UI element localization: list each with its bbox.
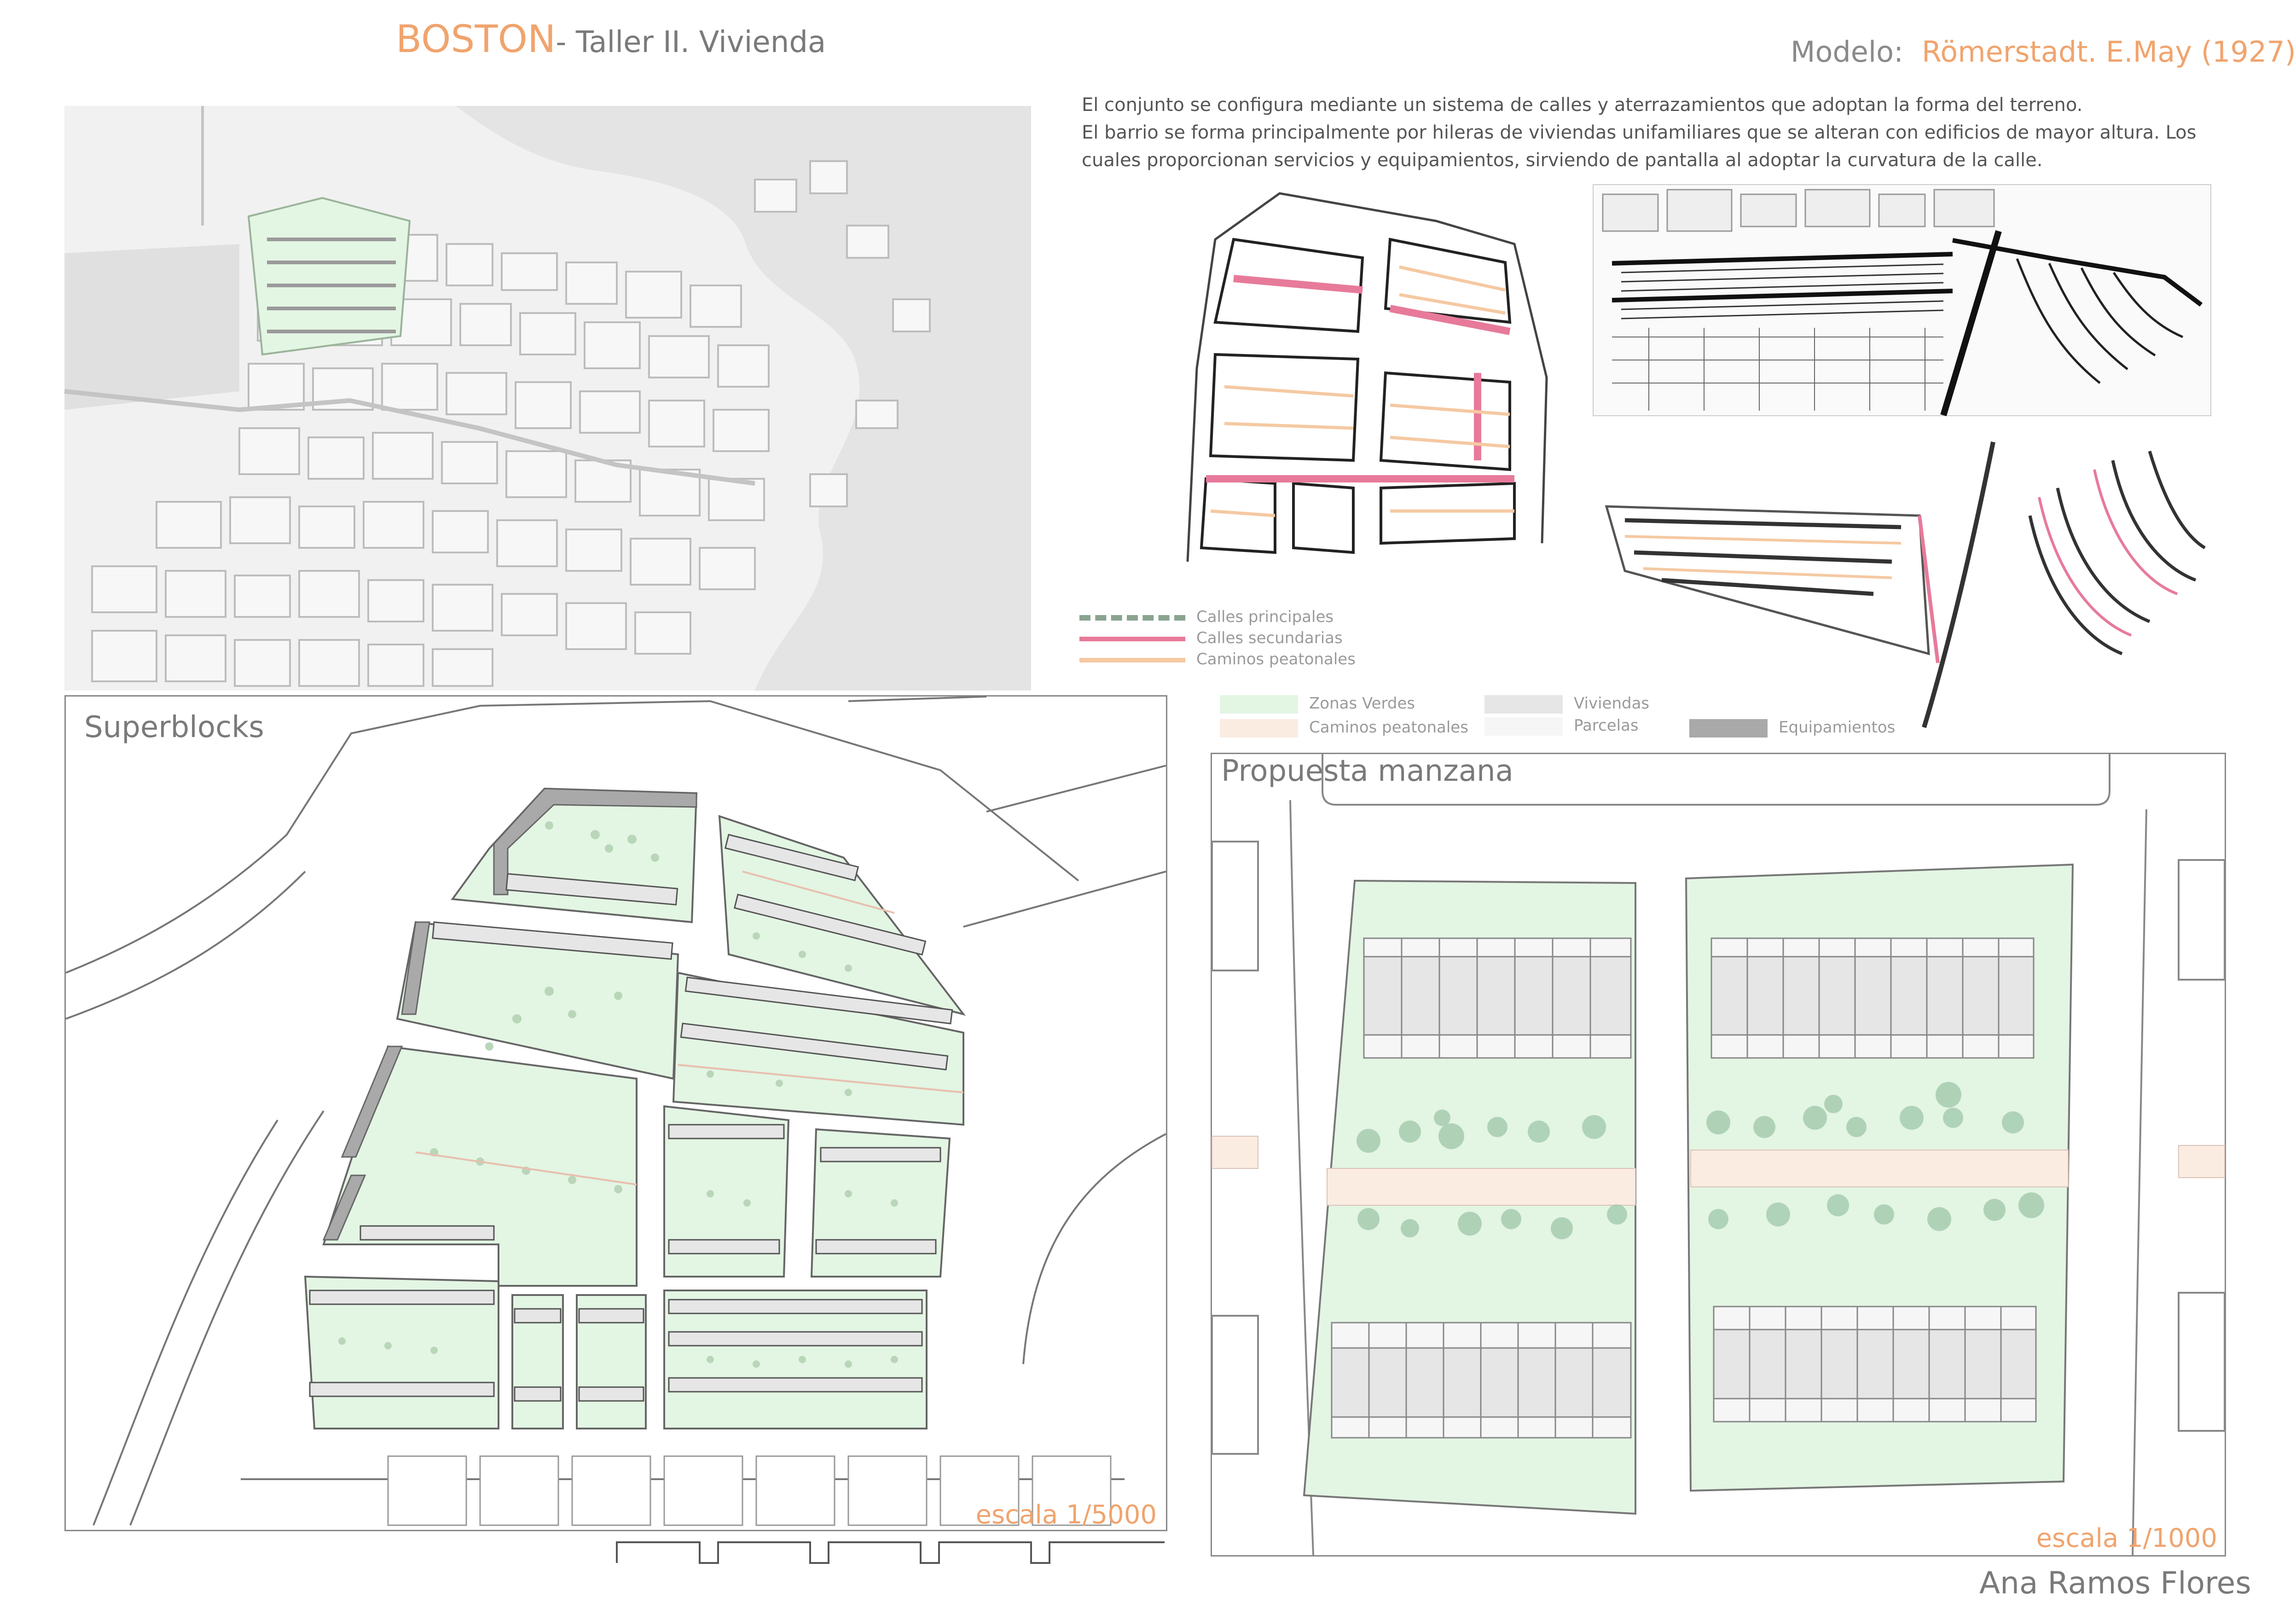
manzana-panel: Propuesta manzana escala 1/1000 <box>1211 753 2226 1557</box>
superblocks-scale: escala 1/5000 <box>975 1500 1157 1530</box>
street-hierarchy-diagram <box>1160 184 1551 566</box>
title-boston: BOSTON <box>396 17 556 61</box>
elevation-strip <box>616 1538 1165 1565</box>
author-name: Ana Ramos Flores <box>1979 1565 2251 1601</box>
legend-calles-principales: Calles principales <box>1079 608 1356 626</box>
manzana-plan <box>1211 754 2226 1556</box>
street-legend: Calles principales Calles secundarias Ca… <box>1079 608 1356 668</box>
model-reference: Modelo: Römerstadt. E.May (1927) <box>1791 35 2296 69</box>
site-plan-drawing <box>1602 189 2203 417</box>
model-label: Modelo: <box>1791 35 1903 69</box>
elevation-strip-drawing <box>616 1541 1165 1564</box>
neighbourhood-layout-diagram <box>1597 442 2209 728</box>
legend-parcelas: Parcelas <box>1484 716 1639 736</box>
legend-calles-secundarias: Calles secundarias <box>1079 629 1356 647</box>
superblocks-title: Superblocks <box>84 710 264 744</box>
street-hierarchy-drawing <box>1186 192 1548 562</box>
title-subtitle: - Taller II. Vivienda <box>556 25 826 59</box>
manzana-title: Propuesta manzana <box>1221 754 1513 788</box>
description-line-1: El conjunto se configura mediante un sis… <box>1082 94 2083 116</box>
legend-equipamientos: Equipamientos <box>1689 718 1895 738</box>
legend-viviendas: Viviendas <box>1484 694 1649 714</box>
legend-caminos-peatonales-zone: Caminos peatonales <box>1220 718 1468 738</box>
manzana-scale: escala 1/1000 <box>2036 1523 2217 1553</box>
legend-zonas-verdes: Zonas Verdes <box>1220 694 1415 714</box>
page-title: BOSTON- Taller II. Vivienda <box>396 17 826 61</box>
legend-caminos-peatonales: Caminos peatonales <box>1079 650 1356 668</box>
model-value: Römerstadt. E.May (1927) <box>1921 35 2296 69</box>
boston-context-map <box>64 106 1031 691</box>
superblocks-plan <box>65 696 1166 1526</box>
description-text: El conjunto se configura mediante un sis… <box>1082 91 2223 171</box>
neighbourhood-layout-drawing <box>1605 442 2206 728</box>
site-plan-photo <box>1593 184 2211 417</box>
superblocks-panel: Superblocks escala 1/5000 <box>64 695 1167 1531</box>
context-map-drawing <box>64 106 1031 691</box>
description-line-2: El barrio se forma principalmente por hi… <box>1082 122 2197 171</box>
